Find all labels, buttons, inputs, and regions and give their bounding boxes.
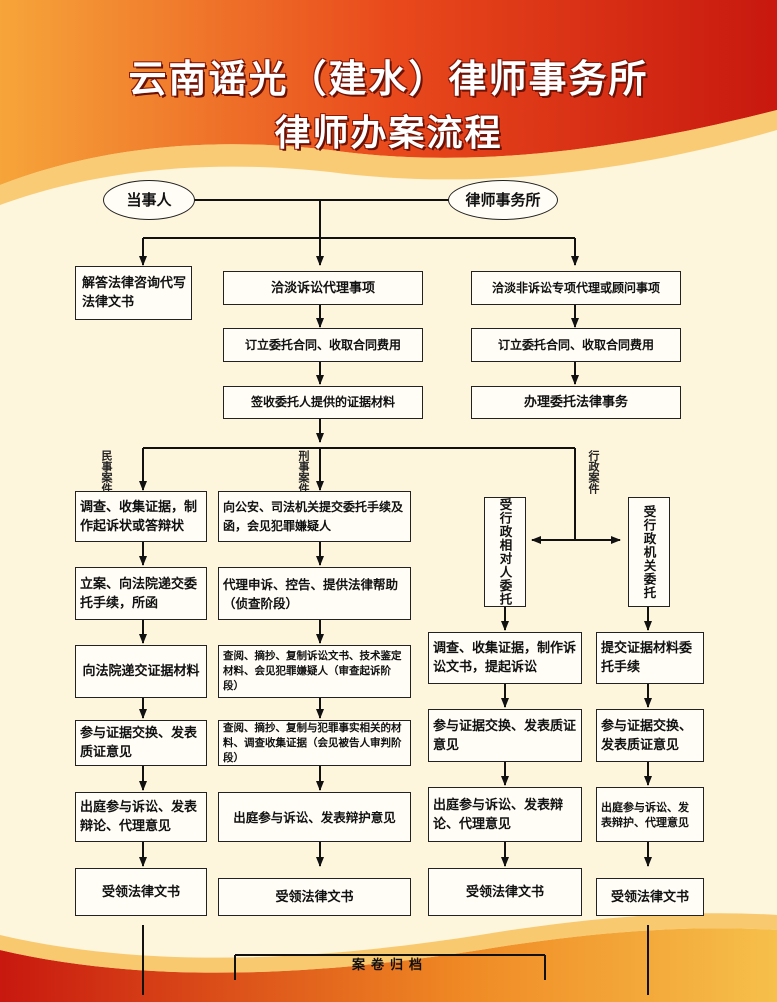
criminal-step-6: 受领法律文书	[218, 878, 411, 916]
litigation-evidence-node: 签收委托人提供的证据材料	[223, 386, 423, 419]
admin-agency-step-2: 参与证据交换、发表质证意见	[596, 709, 704, 762]
admin-party-head: 受行政相对人委托	[484, 497, 526, 607]
criminal-step-5: 出庭参与诉讼、发表辩护意见	[218, 792, 411, 842]
criminal-step-2: 代理申诉、控告、提供法律帮助（侦查阶段）	[218, 567, 411, 620]
title-line-1: 云南谣光（建水）律师事务所	[128, 57, 649, 101]
admin-party-step-4: 受领法律文书	[428, 868, 582, 916]
litigation-matters-node: 洽淡诉讼代理事项	[223, 271, 423, 305]
civil-step-3: 向法院递交证据材料	[75, 645, 207, 698]
non-litigation-matters-node: 洽淡非诉讼专项代理或顾问事项	[471, 271, 681, 305]
admin-agency-step-3: 出庭参与诉讼、发表辩护、代理意见	[596, 787, 704, 842]
non-litigation-contract-node: 订立委托合同、收取合同费用	[471, 328, 681, 362]
civil-step-4: 参与证据交换、发表质证意见	[75, 720, 207, 766]
admin-agency-step-4: 受领法律文书	[596, 878, 704, 916]
admin-party-step-1: 调查、收集证据，制作诉讼文书，提起诉讼	[428, 632, 582, 684]
client-node: 当事人	[103, 180, 195, 220]
admin-agency-step-1: 提交证据材料委托手续	[596, 632, 704, 684]
case-archive-label: 案卷归档	[351, 958, 428, 973]
admin-agency-head: 受行政机关委托	[628, 497, 670, 607]
civil-step-6: 受领法律文书	[75, 868, 207, 916]
consult-node: 解答法律咨询代写法律文书	[75, 266, 192, 320]
admin-case-label: 行政案件	[587, 450, 600, 494]
admin-party-step-2: 参与证据交换、发表质证意见	[428, 709, 582, 762]
civil-step-1: 调查、收集证据，制作起诉状或答辩状	[75, 491, 207, 542]
title-line-2: 律师办案流程	[274, 113, 503, 154]
criminal-step-3: 查阅、摘抄、复制诉讼文书、技术鉴定材料、会见犯罪嫌疑人（审查起诉阶段）	[218, 645, 411, 698]
civil-step-2: 立案、向法院递交委托手续，所函	[75, 567, 207, 620]
admin-party-step-3: 出庭参与诉讼、发表辩论、代理意见	[428, 787, 582, 842]
criminal-step-1: 向公安、司法机关提交委托手续及函，会见犯罪嫌疑人	[218, 491, 411, 542]
non-litigation-handle-node: 办理委托法律事务	[471, 386, 681, 419]
civil-case-label: 民事案件	[100, 450, 113, 494]
litigation-contract-node: 订立委托合同、收取合同费用	[223, 328, 423, 362]
criminal-step-4: 查阅、摘抄、复制与犯罪事实相关的材料、调查收集证据（会见被告人审判阶段）	[218, 720, 411, 766]
law-firm-node: 律师事务所	[448, 180, 558, 220]
criminal-case-label: 刑事案件	[297, 450, 310, 494]
civil-step-5: 出庭参与诉讼、发表辩论、代理意见	[75, 792, 207, 842]
